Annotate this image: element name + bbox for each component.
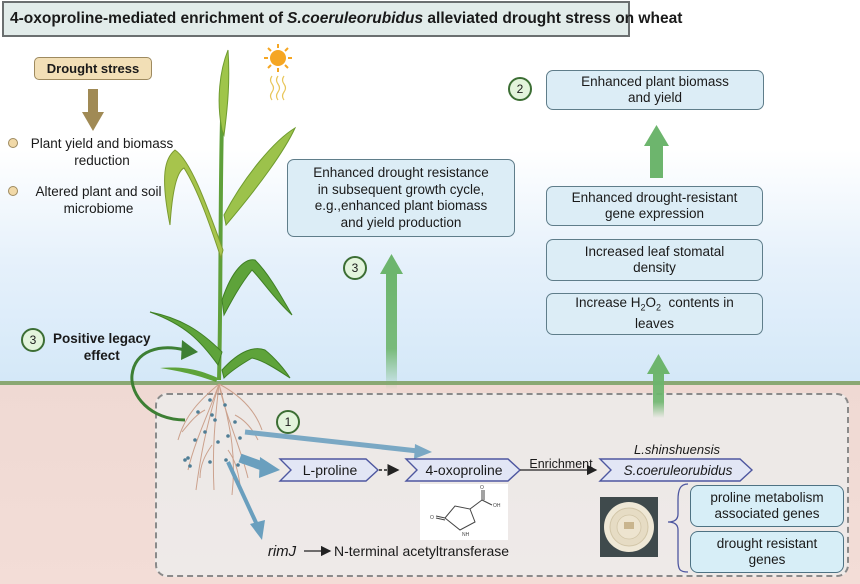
oxoproline-molecule: O OH O NH <box>420 484 508 540</box>
root-to-rimj-arrow <box>226 461 265 540</box>
root-to-lproline-arrow <box>238 453 280 478</box>
step-1-badge: 1 <box>276 410 300 434</box>
wheat-plant-illustration <box>149 49 297 382</box>
legacy-curved-arrow <box>130 340 198 422</box>
svg-text:NH: NH <box>462 532 470 538</box>
lproline-chevron <box>278 458 380 482</box>
lproline-label: L-proline <box>302 462 358 478</box>
acetyltransferase-label: N-terminal acetyltransferase <box>334 543 510 559</box>
enhanced-biomass-box: Enhanced plant biomass and yield <box>546 70 764 110</box>
soil-microbes <box>183 398 245 468</box>
to-biomass-up-arrow <box>644 125 669 178</box>
title-bar: 4-oxoproline-mediated enrichment of S.co… <box>2 1 682 37</box>
step-3-badge: 3 <box>343 256 367 280</box>
svg-text:O: O <box>430 515 434 521</box>
enrichment-label: Enrichment <box>529 457 593 471</box>
title-prefix: 4-oxoproline-mediated enrichment of <box>10 10 284 27</box>
proline-metabolism-genes-box: proline metabolism associated genes <box>690 485 844 527</box>
bullet-dot-icon <box>8 138 18 148</box>
root-to-oxoproline-arrow <box>244 429 432 459</box>
svg-text:O: O <box>480 485 484 491</box>
bullet-yield-reduction: Plant yield and biomass reduction <box>8 135 182 169</box>
drought-down-arrow <box>82 89 104 131</box>
drought-stress-label: Drought stress <box>34 57 152 80</box>
svg-text:OH: OH <box>493 503 501 509</box>
ground-line <box>0 381 860 385</box>
species-main-label: S.coeruleorubidus <box>623 462 733 478</box>
title-suffix: alleviated drought stress on wheat <box>423 10 683 27</box>
bullet-dot-icon <box>8 186 18 196</box>
rimj-gene-label: rimJ <box>267 542 297 560</box>
bullet-altered-microbiome: Altered plant and soil microbiome <box>8 183 171 217</box>
positive-legacy-label: Positive legacy effect <box>53 331 151 363</box>
middle-up-arrow <box>380 254 403 390</box>
species-chevron <box>598 458 754 482</box>
drought-resistant-genes-box: drought resistant genes <box>690 531 844 573</box>
stomatal-density-box: Increased leaf stomatal density <box>546 239 763 281</box>
step-3-legacy-badge: 3 <box>21 328 45 352</box>
gene-brace <box>667 483 689 573</box>
h2o2-content-box: Increase H2O2 contents in leaves <box>546 293 763 335</box>
enhanced-drought-resistance-box: Enhanced drought resistance in subsequen… <box>287 159 515 237</box>
step-2-badge: 2 <box>508 77 532 101</box>
oxoproline-chevron <box>404 458 522 482</box>
oxoproline-label: 4-oxoproline <box>425 462 503 478</box>
gene-expression-box: Enhanced drought-resistant gene expressi… <box>546 186 763 226</box>
species-secondary-label: L.shinshuensis <box>634 441 720 457</box>
bacterial-colony-photo <box>600 497 658 557</box>
sun-icon <box>264 44 292 101</box>
roots-illustration <box>177 383 263 496</box>
title-species: S.coeruleorubidus <box>287 10 424 27</box>
soil-to-h2o2-up-arrow <box>647 354 670 418</box>
